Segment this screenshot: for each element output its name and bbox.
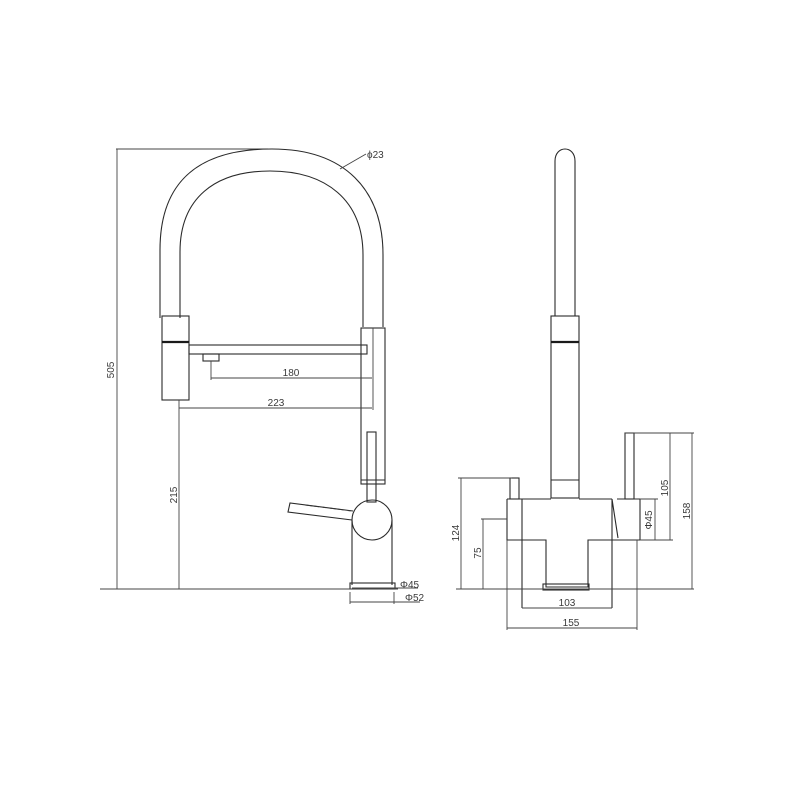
dimension-phi45-right: Φ45 <box>640 498 658 540</box>
mixer-ball <box>351 499 393 541</box>
dimension-base: Φ45 Φ52 <box>349 580 425 604</box>
label-158: 158 <box>682 502 693 519</box>
front-spray-head <box>550 315 580 499</box>
label-105: 105 <box>660 479 671 496</box>
label-223: 223 <box>268 398 285 409</box>
nozzle-outlet <box>202 353 220 362</box>
dimension-105: 105 <box>625 432 694 541</box>
label-103: 103 <box>559 598 576 609</box>
label-phi45-base: Φ45 <box>400 580 420 591</box>
dimension-180: 180 <box>210 361 372 380</box>
dimension-103: 103 <box>522 598 612 609</box>
side-view: 505 ϕ23 180 223 <box>100 148 425 604</box>
dimension-505: 505 <box>106 148 268 589</box>
front-view: 124 75 Φ45 105 158 103 <box>451 148 694 630</box>
gooseneck-outer <box>159 148 384 327</box>
label-124: 124 <box>451 524 462 541</box>
dimension-223: 223 <box>178 398 372 589</box>
left-handle <box>509 477 520 500</box>
lower-body <box>351 520 393 585</box>
dimension-phi23: ϕ23 <box>339 150 384 170</box>
label-155: 155 <box>563 618 580 629</box>
front-spout <box>554 148 576 316</box>
label-phi45-right: Φ45 <box>644 510 655 530</box>
spout-arm <box>188 344 368 355</box>
lever-handle <box>287 502 354 521</box>
dimension-124: 124 <box>451 477 512 589</box>
right-handle <box>624 432 635 500</box>
spray-head <box>161 315 190 401</box>
lever-slot <box>366 431 377 503</box>
front-body <box>506 498 619 608</box>
label-215: 215 <box>169 486 180 503</box>
dimension-75: 75 <box>473 518 507 589</box>
front-base <box>542 583 590 591</box>
dimension-158: 158 <box>682 433 693 589</box>
gooseneck-inner <box>179 170 364 327</box>
label-180: 180 <box>283 368 300 379</box>
label-phi52-base: Φ52 <box>405 593 425 604</box>
dimension-155: 155 <box>506 540 638 630</box>
label-phi23: ϕ23 <box>367 150 384 161</box>
label-75: 75 <box>473 547 484 559</box>
label-505: 505 <box>106 361 117 378</box>
